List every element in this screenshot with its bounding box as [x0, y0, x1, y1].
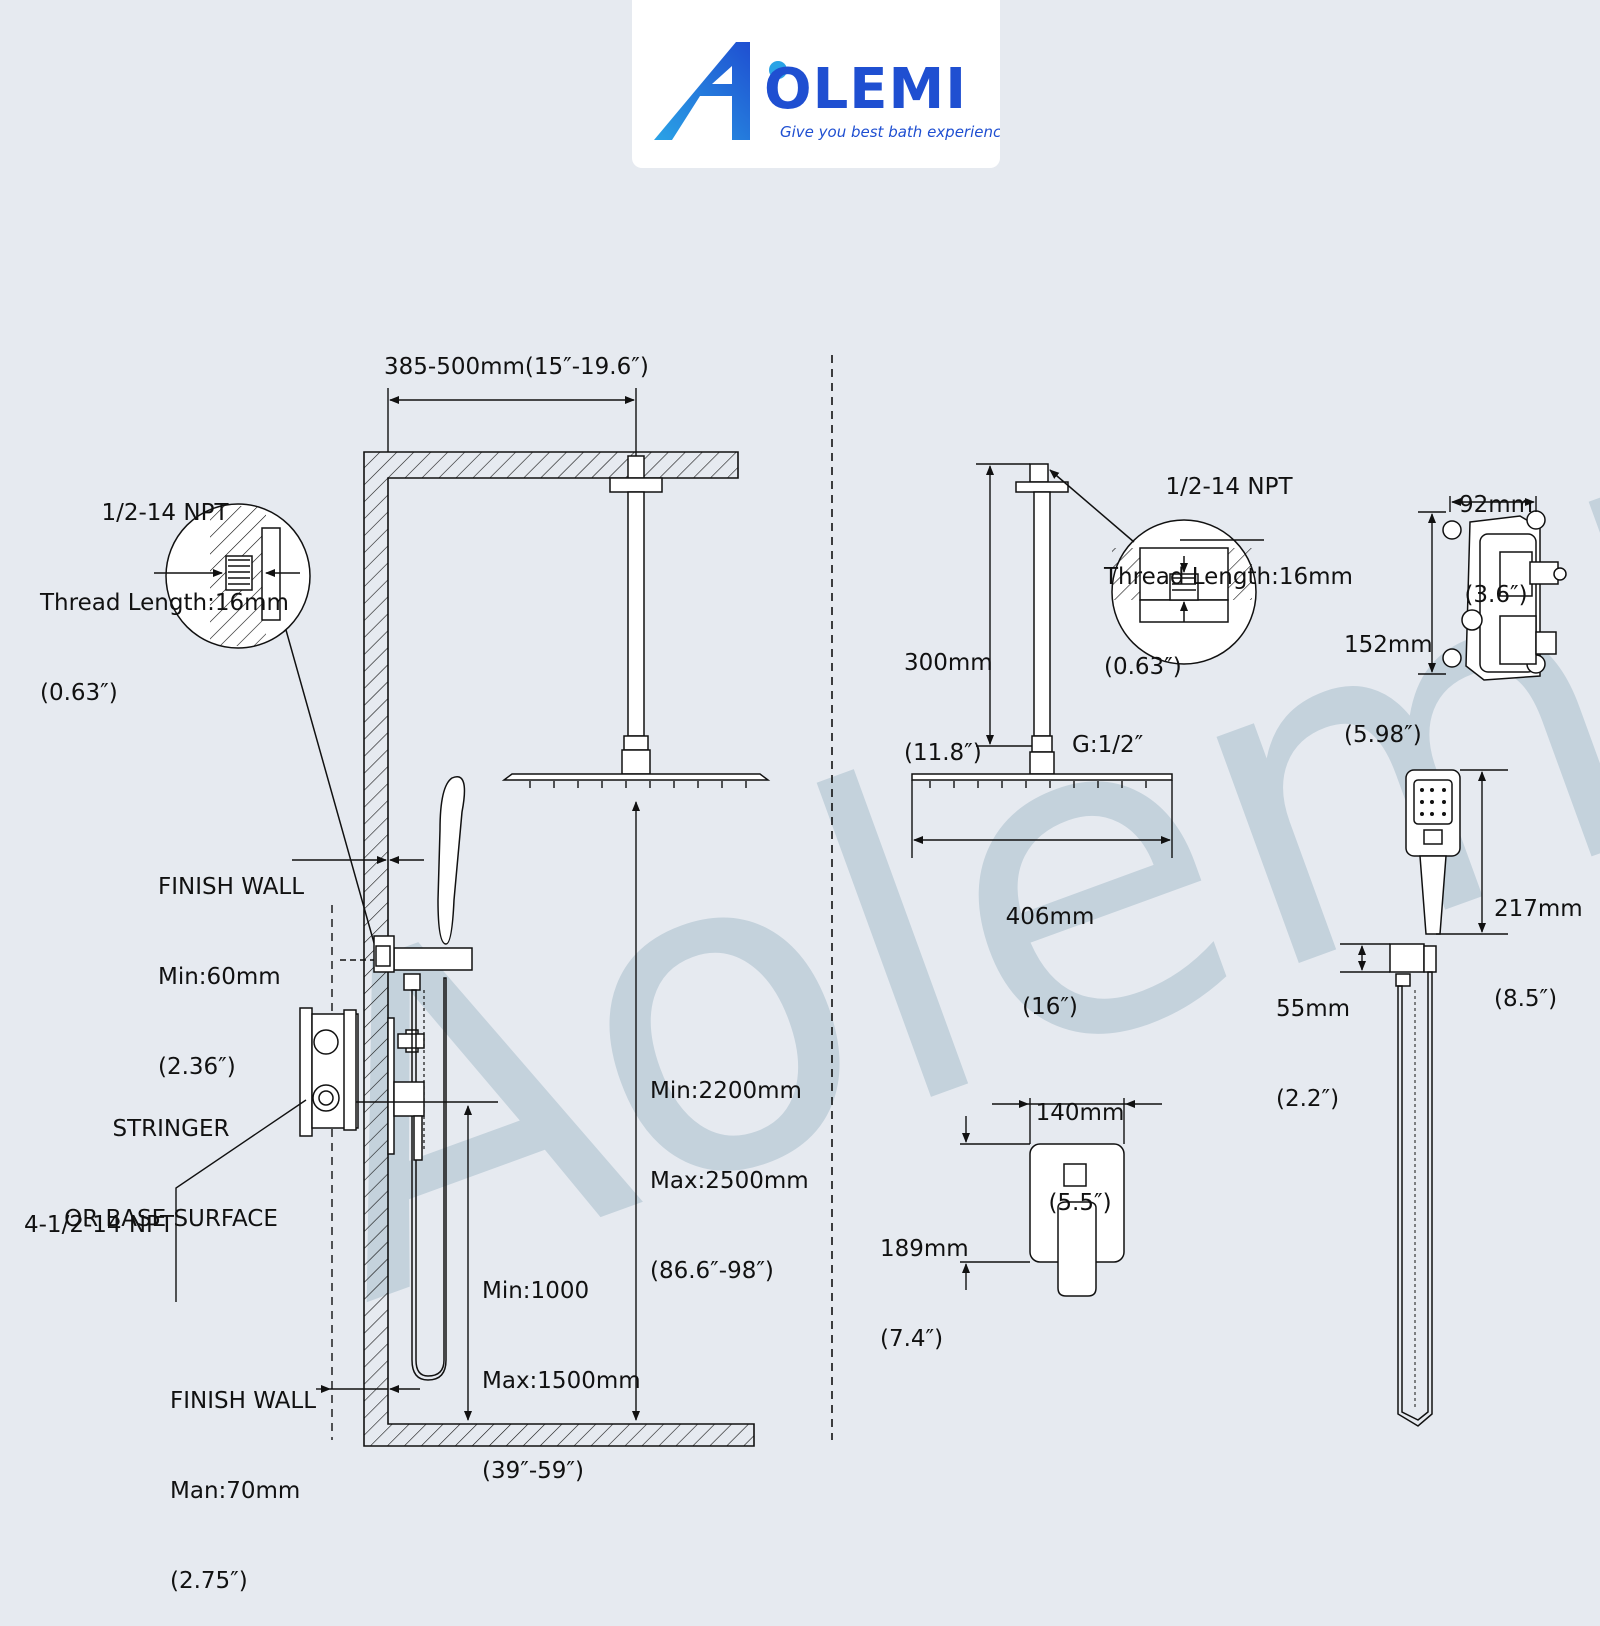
thread-detail-right	[1049, 469, 1264, 665]
valve-height-right-line1: 152mm	[1344, 632, 1433, 658]
arm-300mm-line2: (11.8″)	[904, 740, 982, 766]
head-height-line3: (86.6″-98″)	[650, 1258, 774, 1284]
thread-spec-right: 1/2-14 NPT Thread Length:16mm (0.63″)	[1104, 412, 1354, 712]
thread-spec-left: 1/2-14 NPT Thread Length:16mm (0.63″)	[40, 438, 290, 738]
stringer-line1: STRINGER	[112, 1116, 230, 1142]
thread-spec-left-line2: Thread Length:16mm	[40, 590, 289, 616]
head-height-label: Min:2200mm Max:2500mm (86.6″-98″)	[650, 1016, 809, 1316]
handheld-length-line1: 217mm	[1494, 896, 1583, 922]
finish-wall-bottom-line1: FINISH WALL	[170, 1388, 317, 1414]
valve-height-label: Min:1000 Max:1500mm (39″-59″)	[482, 1216, 641, 1516]
valve-dimensions-right	[1418, 496, 1537, 675]
arm-300mm-line1: 300mm	[904, 650, 993, 676]
thread-spec-right-line1: 1/2-14 NPT	[1165, 474, 1293, 500]
valve-height-right-line2: (5.98″)	[1344, 722, 1422, 748]
finish-wall-bottom-line2: Man:70mm	[170, 1478, 301, 1504]
wall-section	[363, 451, 755, 1447]
head-height-line2: Max:2500mm	[650, 1168, 809, 1194]
brand-logo: OLEMI Give you best bath experience	[632, 0, 1000, 168]
trim-plate-dimensions-right	[960, 1098, 1162, 1290]
plate-width-line2: (5.5″)	[1048, 1190, 1112, 1216]
head-406mm-dimension	[911, 780, 1173, 858]
holder-height-line1: 55mm	[1276, 996, 1351, 1022]
valve-height-line2: Max:1500mm	[482, 1368, 641, 1394]
arm-300mm-label: 300mm (11.8″)	[904, 588, 993, 798]
finish-wall-top-line3: (2.36″)	[158, 1054, 236, 1080]
thread-spec-left-line1: 1/2-14 NPT	[101, 500, 229, 526]
finish-wall-top-label: FINISH WALL Min:60mm (2.36″)	[158, 812, 304, 1112]
shower-hose-left	[411, 977, 447, 1381]
stringer-line2: OR BASE SURFACE	[64, 1206, 278, 1232]
trim-plate-right	[1029, 1143, 1125, 1297]
plate-width-line1: 140mm	[1035, 1100, 1125, 1126]
finish-wall-top-line1: FINISH WALL	[158, 874, 305, 900]
thread-detail-left	[154, 503, 377, 951]
holder-height-label: 55mm (2.2″)	[1276, 934, 1350, 1144]
head-406mm-line1: 406mm	[1005, 904, 1095, 930]
valve-width-line1: 92mm	[1458, 492, 1534, 518]
handheld-dimensions-right	[1340, 769, 1508, 973]
arm-length-label: 385-500mm(15″-19.6″)	[384, 354, 649, 380]
shower-hose-right	[1397, 971, 1433, 1427]
thread-spec-left-line3: (0.63″)	[40, 680, 118, 706]
valve-height-right-label: 152mm (5.98″)	[1344, 570, 1433, 780]
head-406mm-line2: (16″)	[1022, 994, 1078, 1020]
npt-inlets-label: 4-1/2-14 NPT	[24, 1212, 174, 1238]
finish-wall-bottom-line3: (2.75″)	[170, 1568, 248, 1594]
plate-height-line2: (7.4″)	[880, 1326, 944, 1352]
brand-tagline: Give you best bath experience	[780, 123, 1000, 141]
rain-head-nozzles-right	[929, 781, 1147, 788]
thread-spec-right-line3: (0.63″)	[1104, 654, 1182, 680]
thread-spec-right-line2: Thread Length:16mm	[1104, 564, 1353, 590]
plate-width-label: 140mm (5.5″)	[1030, 1038, 1130, 1248]
rain-head-nozzles-left	[529, 781, 747, 788]
valve-width-label: 92mm (3.6″)	[1446, 430, 1546, 640]
arm-300mm-dimension	[976, 463, 1032, 747]
head-406mm-label: 406mm (16″)	[1000, 842, 1100, 1052]
plate-height-line1: 189mm	[880, 1236, 969, 1262]
brand-name: OLEMI	[764, 57, 967, 122]
stringer-label: STRINGER OR BASE SURFACE	[60, 1054, 282, 1264]
valve-height-line3: (39″-59″)	[482, 1458, 584, 1484]
handheld-nozzles-right	[1420, 788, 1446, 816]
rain-shower-head-left	[501, 455, 771, 781]
valve-body-left	[299, 1007, 425, 1161]
plate-height-label: 189mm (7.4″)	[880, 1174, 969, 1384]
head-height-line1: Min:2200mm	[650, 1078, 802, 1104]
rain-shower-head-right	[911, 463, 1173, 781]
holder-height-line2: (2.2″)	[1276, 1086, 1340, 1112]
handheld-length-line2: (8.5″)	[1494, 986, 1558, 1012]
connector-label: G:1/2″	[1072, 732, 1144, 758]
finish-wall-bottom-label: FINISH WALL Man:70mm (2.75″)	[170, 1326, 316, 1626]
valve-height-line1: Min:1000	[482, 1278, 590, 1304]
npt-leader	[175, 1099, 307, 1302]
handheld-length-label: 217mm (8.5″)	[1494, 834, 1583, 1044]
valve-body-right	[1442, 510, 1567, 681]
valve-width-line2: (3.6″)	[1464, 582, 1528, 608]
finish-wall-top-line2: Min:60mm	[158, 964, 281, 990]
